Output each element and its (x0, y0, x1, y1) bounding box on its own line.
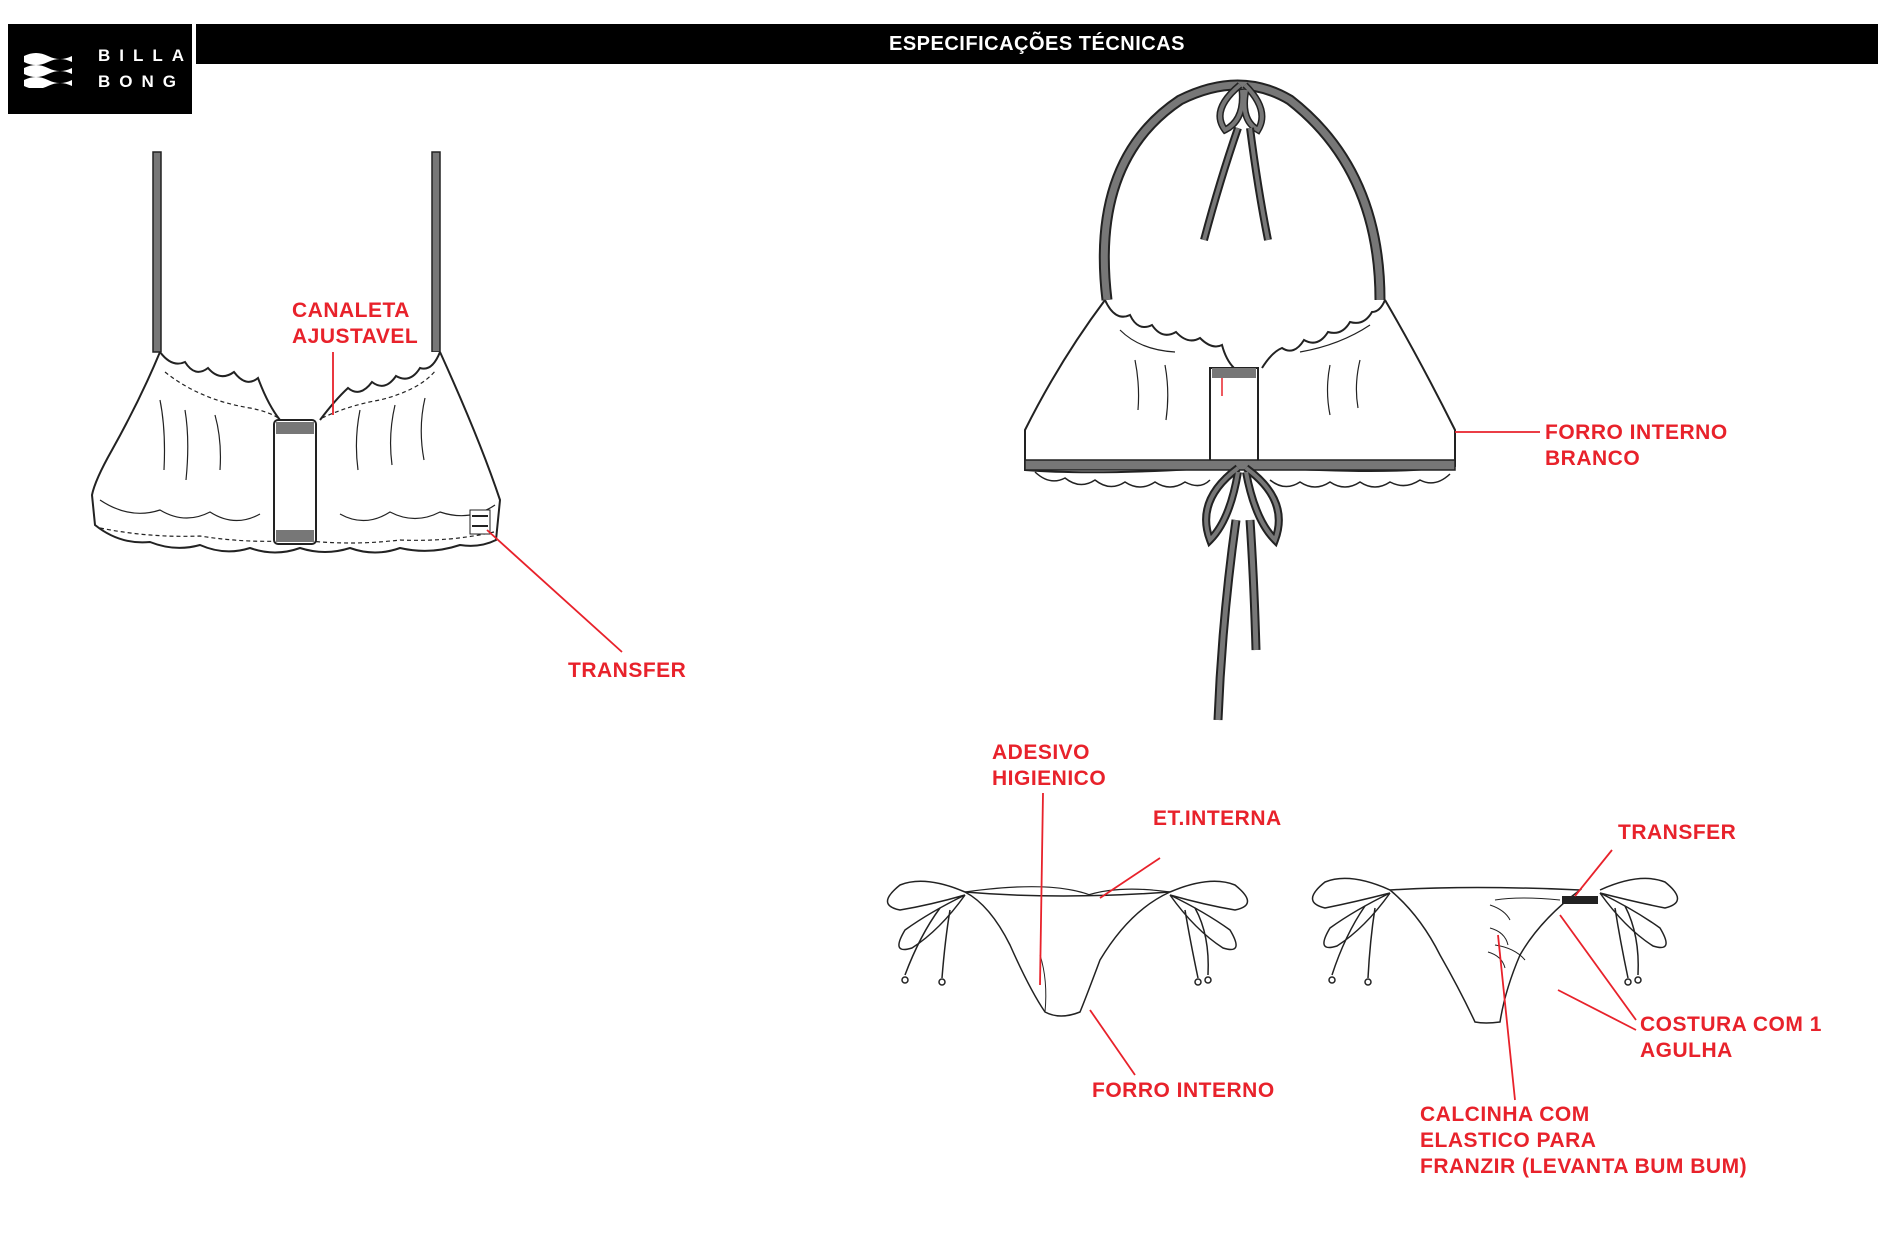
costura-pointer-2 (1557, 989, 1637, 1031)
right-strap (431, 151, 441, 353)
bottom-back-callout-lines (1497, 849, 1637, 1101)
logo-text-line1: BILLA (98, 46, 194, 65)
back-left-bow (1311, 877, 1391, 949)
et-interna-pointer (1099, 857, 1161, 899)
bottom-stitch-line (99, 527, 495, 544)
front-left-ties (904, 907, 951, 979)
halter-lace-edge (1034, 471, 1451, 488)
header-title-bar: ESPECIFICAÇÕES TÉCNICAS (196, 24, 1878, 64)
back-transfer-mark (1562, 896, 1598, 904)
label-adesivo-line1: ADESIVO (992, 741, 1091, 764)
label-adesivo-line2: HIGIENICO (992, 767, 1107, 790)
top-stitch-line (164, 369, 437, 419)
halter-neck-strap-outline (1098, 79, 1386, 301)
label-et-interna: ET.INTERNA (1153, 807, 1282, 830)
back-right-bow (1599, 877, 1679, 949)
label-forro-branco-line2: BRANCO (1545, 447, 1641, 470)
front-right-ties (1184, 907, 1209, 979)
front-left-bow (886, 880, 966, 951)
page-title: ESPECIFICAÇÕES TÉCNICAS (889, 32, 1185, 55)
label-forro-branco-line1: FORRO INTERNO (1545, 421, 1728, 444)
bottom-front-callout-lines (1039, 792, 1161, 1076)
bottom-back-drawing (1311, 877, 1679, 1024)
label-canaleta-line2: AJUSTAVEL (292, 325, 419, 348)
wave-logo-icon (24, 53, 72, 88)
top-ruffle-edge (159, 351, 441, 421)
transfer-top-pointer (486, 529, 623, 653)
bandeau-callout-lines (332, 352, 623, 653)
logo-text-line2: BONG (98, 72, 185, 91)
bottom-front-drawing (886, 880, 1249, 1017)
forro-interno-pointer (1089, 1009, 1136, 1076)
label-forro-interno: FORRO INTERNO (1092, 1079, 1275, 1102)
halter-gather-lines (1119, 324, 1371, 421)
bandeau-top-drawing (90, 151, 502, 554)
label-costura-line1: COSTURA COM 1 (1640, 1013, 1822, 1036)
halter-bottom-band (1024, 459, 1456, 471)
left-strap (152, 151, 162, 353)
halter-neck-strap (1100, 81, 1384, 301)
front-panel (964, 891, 1171, 1017)
back-right-ties (1614, 905, 1639, 979)
label-calcinha-line2: ELASTICO PARA (1420, 1129, 1597, 1152)
halter-top-drawing (1024, 79, 1456, 721)
label-canaleta-line1: CANALETA (292, 299, 410, 322)
label-calcinha-line3: FRANZIR (LEVANTA BUM BUM) (1420, 1155, 1748, 1178)
halter-top-ruffle (1104, 299, 1386, 369)
brand-logo: BILLA BONG (8, 24, 192, 114)
back-gather-lines (1487, 904, 1526, 969)
front-right-bow (1169, 880, 1249, 951)
adesivo-pointer (1039, 792, 1044, 986)
halter-center-panel (1209, 367, 1259, 469)
costura-pointer-1 (1559, 914, 1637, 1021)
calcinha-pointer (1497, 934, 1516, 1101)
back-left-ties (1331, 905, 1376, 979)
label-calcinha-line1: CALCINHA COM (1420, 1103, 1590, 1126)
label-transfer-bottom: TRANSFER (1618, 821, 1737, 844)
label-transfer-top: TRANSFER (568, 659, 687, 682)
bottom-ruffle-line (99, 499, 496, 522)
back-panel (1388, 886, 1583, 1024)
label-costura-line2: AGULHA (1640, 1039, 1733, 1062)
center-channel (273, 419, 317, 545)
gather-lines (159, 397, 426, 481)
transfer-bottom-pointer (1574, 849, 1613, 897)
